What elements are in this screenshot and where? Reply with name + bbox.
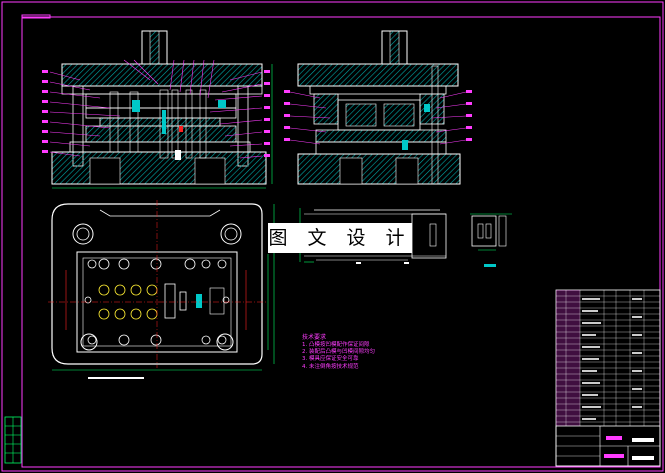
notes-line: 4. 未注倒角按技术规范	[302, 363, 359, 370]
sheet-corner-tab	[21, 14, 51, 19]
part-detail-view	[470, 213, 512, 267]
side-info-strip	[4, 416, 22, 464]
inner-sheet-border	[21, 16, 661, 468]
notes-line: 2. 装配后凸模与凹模间隙均匀	[302, 349, 375, 356]
side-section-view	[284, 30, 472, 185]
plan-view-lower-die	[48, 200, 275, 379]
notes-heading: 技术要求	[302, 334, 327, 341]
watermark-label: 图 文 设 计	[268, 223, 412, 253]
notes-line: 1. 凸模按凹模配作保证间隙	[302, 342, 370, 348]
title-block	[555, 289, 661, 467]
technical-requirements: 技术要求 1. 凸模按凹模配作保证间隙 2. 装配后凸模与凹模间隙均匀 3. 模…	[302, 332, 375, 371]
notes-line: 3. 模具应保证安全可靠	[302, 356, 359, 363]
front-section-view	[42, 30, 273, 189]
